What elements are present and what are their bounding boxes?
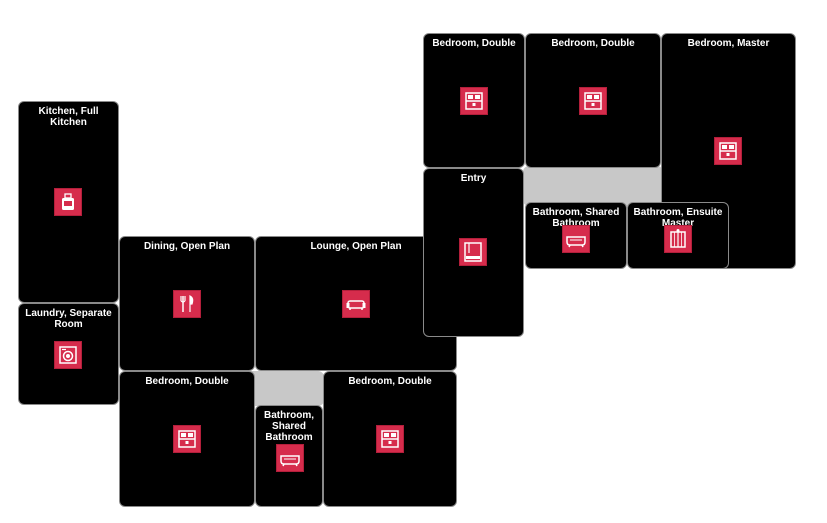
cutlery-icon — [173, 290, 201, 318]
bed-icon — [714, 137, 742, 165]
bed-icon — [173, 425, 201, 453]
room-label: Entry — [460, 173, 487, 184]
room-entry[interactable]: Entry — [423, 168, 524, 337]
corridor-top — [523, 166, 663, 206]
room-label: Bathroom, Ensuite Master — [633, 207, 723, 229]
room-label: Lounge, Open Plan — [310, 241, 402, 252]
room-label: Bathroom, Shared Bathroom — [264, 410, 314, 443]
bed-icon — [460, 87, 488, 115]
room-bedroom-bottom-right[interactable]: Bedroom, Double — [323, 371, 457, 507]
sofa-icon — [342, 290, 370, 318]
washing-machine-icon — [54, 341, 82, 369]
room-bathroom-shared-top[interactable]: Bathroom, Shared Bathroom — [525, 202, 627, 269]
room-label: Bedroom, Master — [687, 38, 770, 49]
room-label: Bedroom, Double — [348, 376, 432, 387]
room-kitchen[interactable]: Kitchen, Full Kitchen — [18, 101, 119, 303]
shower-icon — [664, 225, 692, 253]
room-dining[interactable]: Dining, Open Plan — [119, 236, 255, 371]
room-label: Bedroom, Double — [432, 38, 516, 49]
kitchen-appliance-icon — [54, 188, 82, 216]
room-label: Laundry, Separate Room — [25, 308, 112, 330]
room-bedroom-top-1[interactable]: Bedroom, Double — [423, 33, 525, 168]
room-label: Bedroom, Double — [551, 38, 635, 49]
bathtub-icon — [276, 444, 304, 472]
room-label: Bathroom, Shared Bathroom — [532, 207, 620, 229]
room-bedroom-bottom-left[interactable]: Bedroom, Double — [119, 371, 255, 507]
welcome-mat-icon — [459, 238, 487, 266]
room-label: Bedroom, Double — [145, 376, 229, 387]
room-label: Kitchen, Full Kitchen — [38, 106, 99, 128]
room-bedroom-top-2[interactable]: Bedroom, Double — [525, 33, 661, 168]
room-bathroom-ensuite[interactable]: Bathroom, Ensuite Master — [627, 202, 729, 269]
bathtub-icon — [562, 225, 590, 253]
bed-icon — [376, 425, 404, 453]
bed-icon — [579, 87, 607, 115]
room-bathroom-bottom[interactable]: Bathroom, Shared Bathroom — [255, 405, 323, 507]
room-label: Dining, Open Plan — [143, 241, 231, 252]
room-laundry[interactable]: Laundry, Separate Room — [18, 303, 119, 405]
